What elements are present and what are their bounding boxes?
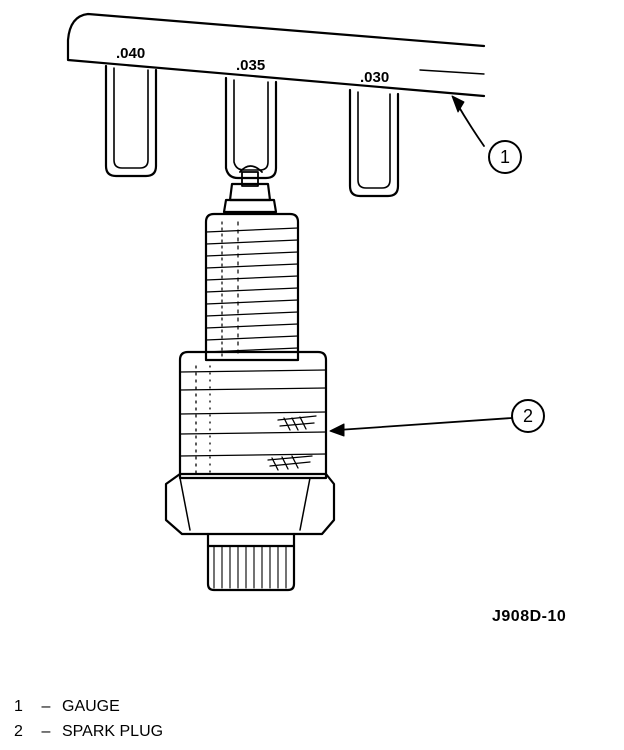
legend-dash: – bbox=[41, 698, 51, 715]
figure-id: J908D-10 bbox=[492, 608, 567, 625]
spark-plug bbox=[164, 165, 336, 592]
legend-label: GAUGE bbox=[62, 698, 120, 715]
callout-2-leader bbox=[329, 417, 513, 437]
legend-item-spark-plug: 2 –SPARK PLUG bbox=[14, 719, 163, 744]
legend-number: 2 bbox=[14, 723, 23, 740]
gauge-wire-035 bbox=[224, 76, 278, 180]
gauge-wire-030 bbox=[348, 88, 400, 198]
callout-1-circle bbox=[488, 140, 522, 174]
callout-2-number: 2 bbox=[523, 406, 533, 426]
gap-label-035: .035 bbox=[236, 57, 265, 74]
callout-1-number: 1 bbox=[500, 147, 510, 167]
callout-1-leader bbox=[451, 95, 485, 147]
spark-plug-gap-diagram: .040 .035 .030 1 2 bbox=[66, 12, 545, 592]
callout-2-circle bbox=[511, 399, 545, 433]
legend-dash: – bbox=[41, 723, 51, 740]
feeler-gauge bbox=[66, 12, 486, 98]
legend-item-gauge: 1 –GAUGE bbox=[14, 694, 163, 719]
legend: 1 –GAUGE 2 –SPARK PLUG bbox=[14, 694, 163, 744]
gap-label-030: .030 bbox=[360, 69, 389, 86]
legend-number: 1 bbox=[14, 698, 23, 715]
gap-label-040: .040 bbox=[116, 45, 145, 62]
legend-label: SPARK PLUG bbox=[62, 723, 164, 740]
gauge-wire-040 bbox=[104, 64, 158, 178]
